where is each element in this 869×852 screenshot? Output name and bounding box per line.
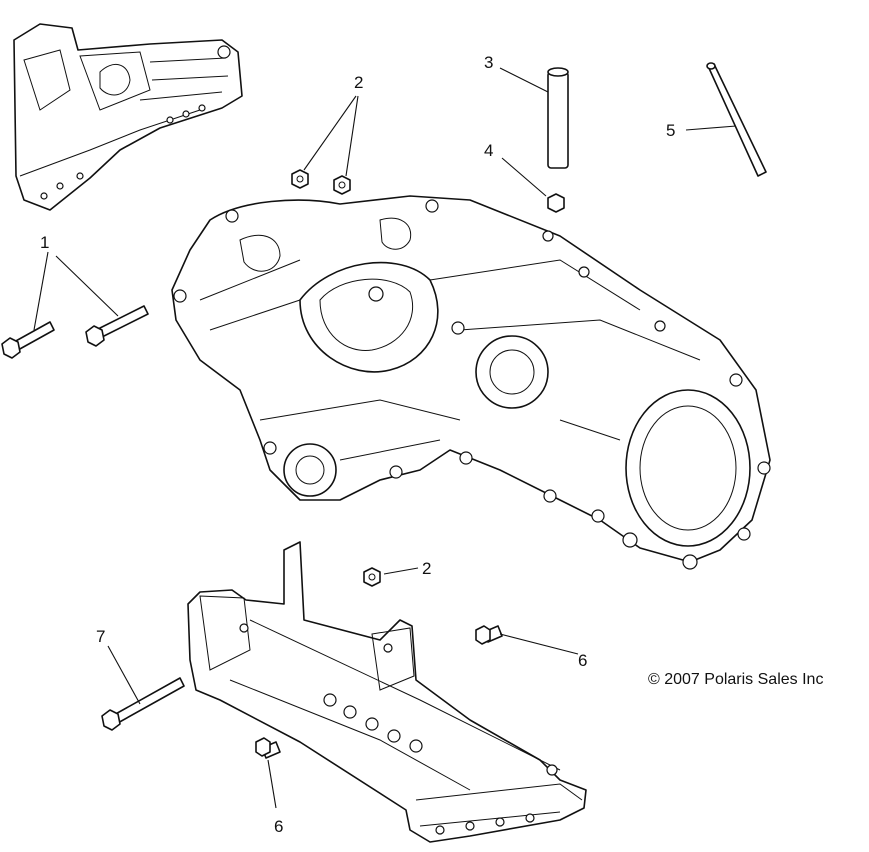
- bolt-item-7: [101, 677, 185, 731]
- nut-item-2c: [363, 567, 381, 587]
- bolt-item-6b: [255, 737, 281, 759]
- bolt-item-1a: [1, 321, 55, 359]
- callout-4: 4: [484, 141, 493, 160]
- nut-item-2a: [291, 169, 309, 189]
- callout-6-bottom: 6: [274, 817, 283, 836]
- callout-5: 5: [666, 121, 675, 140]
- callout-6-right: 6: [578, 651, 587, 670]
- callout-2-top: 2: [354, 73, 363, 92]
- upper-mount-bracket: [13, 23, 243, 211]
- transmission-case: [171, 195, 771, 570]
- leader-lines: [33, 67, 737, 809]
- copyright-notice: © 2007 Polaris Sales Inc: [648, 671, 823, 688]
- callout-2-lower: 2: [422, 559, 431, 578]
- dowel-pin-item-3: [547, 67, 569, 169]
- bolt-item-6a: [475, 625, 503, 645]
- bolt-item-1b: [85, 305, 149, 347]
- clip-item-4: [547, 193, 565, 213]
- callout-3: 3: [484, 53, 493, 72]
- rod-item-5: [706, 62, 767, 177]
- lower-frame-bracket: [187, 541, 587, 843]
- callout-1: 1: [40, 233, 49, 252]
- callout-7: 7: [96, 627, 105, 646]
- nut-item-2b: [333, 175, 351, 195]
